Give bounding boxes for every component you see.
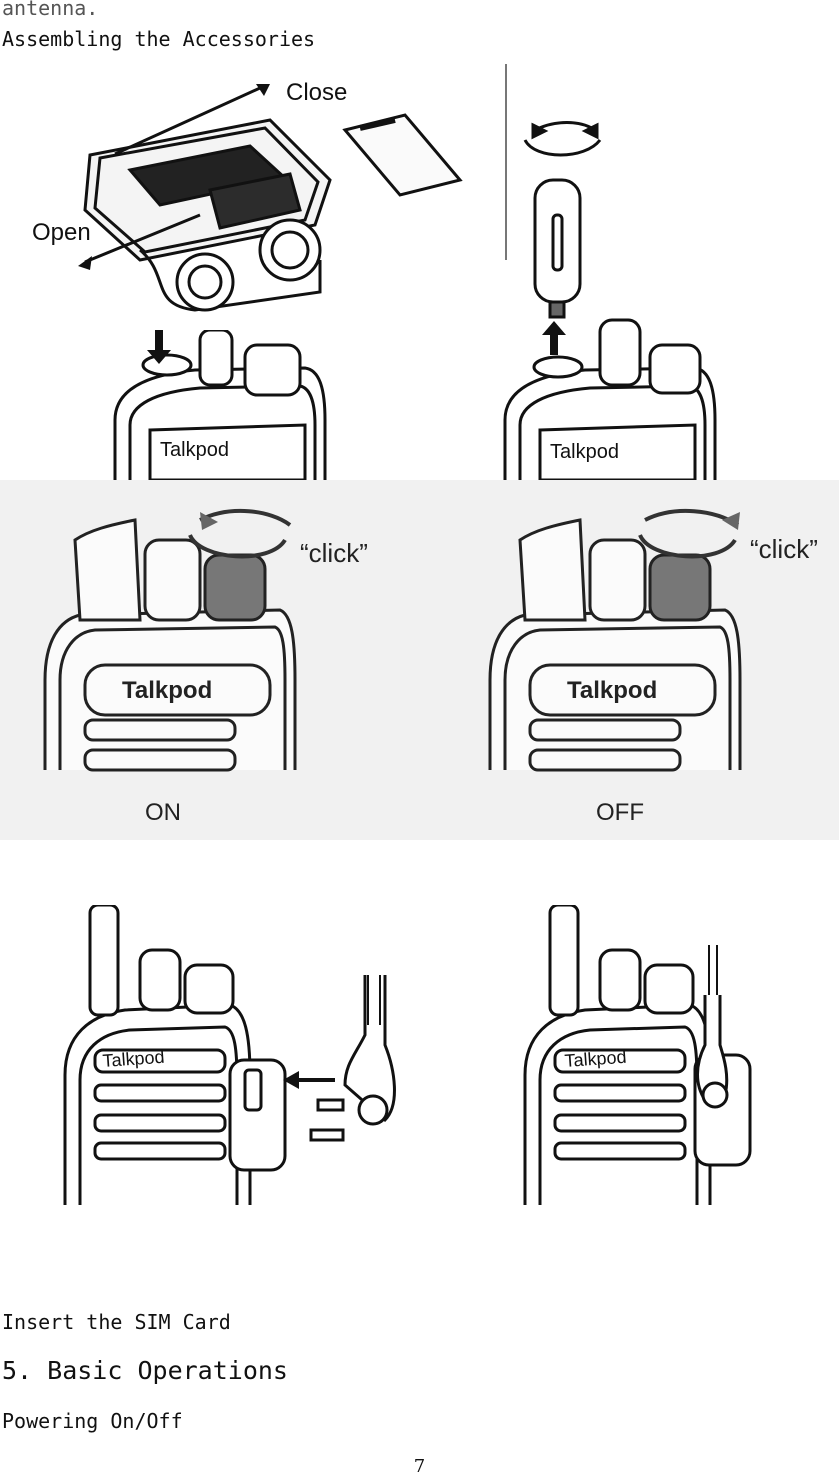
open-label: Open xyxy=(32,219,91,246)
page-number: 7 xyxy=(413,1456,426,1477)
antenna-detail-figure xyxy=(523,121,602,319)
battery-cover-figure: Close Open xyxy=(32,79,463,312)
close-label: Close xyxy=(286,79,347,106)
brand-label-power-right: Talkpod xyxy=(567,677,657,704)
brand-label-antenna-left: Talkpod xyxy=(160,439,229,461)
sim-card-caption: Insert the SIM Card xyxy=(2,1310,231,1334)
section-title: Assembling the Accessories xyxy=(2,27,316,51)
click-label-right: “click” xyxy=(750,534,818,564)
brand-label-earpiece-right: Talkpod xyxy=(564,1047,627,1071)
subheading-power: Powering On/Off xyxy=(2,1409,183,1433)
earpiece-figure: Talkpod Talkpod xyxy=(63,905,752,1205)
brand-label-earpiece-left: Talkpod xyxy=(102,1047,165,1071)
brand-label-antenna-right: Talkpod xyxy=(550,441,619,463)
antenna-install-radio-right: Talkpod xyxy=(503,318,717,480)
top-text-fragment: antenna. xyxy=(2,0,99,20)
click-label-left: “click” xyxy=(300,538,368,568)
power-on-off-figure: “click” Talkpod ON “click” Talkpod OFF xyxy=(43,508,818,826)
figure-divider xyxy=(505,64,507,260)
brand-label-power-left: Talkpod xyxy=(122,677,212,704)
chapter-heading: 5. Basic Operations xyxy=(2,1356,288,1385)
state-on-label: ON xyxy=(145,799,181,826)
state-off-label: OFF xyxy=(596,799,644,826)
antenna-install-radio-left: Talkpod xyxy=(113,330,327,480)
